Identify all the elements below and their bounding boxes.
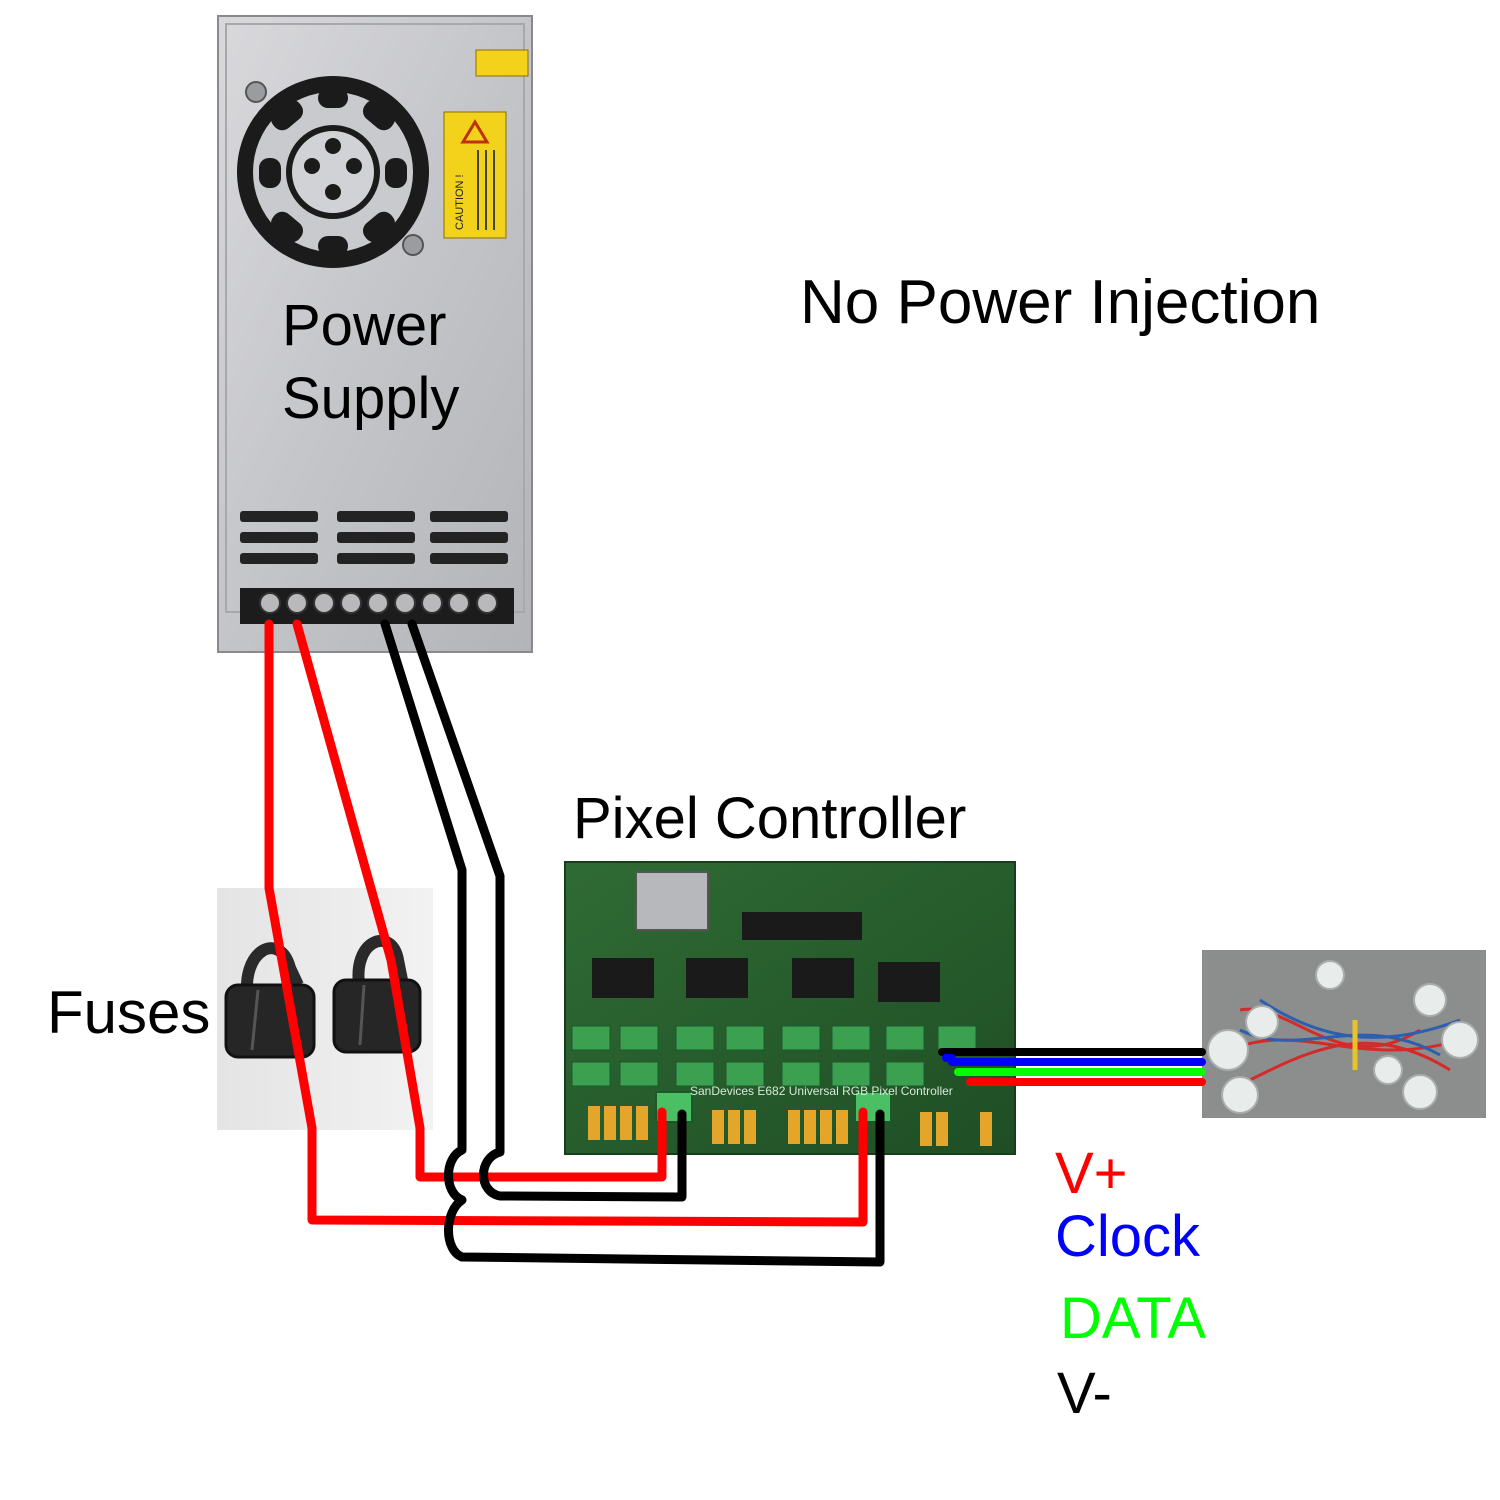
svg-text:CAUTION !: CAUTION ! — [454, 174, 466, 230]
high-voltage-warning-icon — [460, 119, 490, 144]
legend-v-minus: V- — [1057, 1361, 1112, 1426]
legend-clock: Clock — [1055, 1204, 1201, 1269]
power-terminal — [854, 1091, 892, 1123]
svg-text:SanDevices E682 Universal RGB: SanDevices E682 Universal RGB Pixel Cont… — [690, 1084, 953, 1098]
clock-wire — [942, 1054, 1206, 1066]
power-supply-label: Power — [282, 293, 447, 358]
diagram-title: No Power Injection — [800, 268, 1321, 337]
power-supply-label: Supply — [282, 366, 460, 431]
screw-icon — [402, 234, 424, 256]
spec-sticker — [475, 49, 529, 77]
fuses-label: Fuses — [47, 979, 211, 1046]
pixel-controller-label: Pixel Controller — [573, 786, 967, 851]
vent-slots — [240, 511, 508, 564]
power-supply: CAUTION ! — [217, 15, 533, 653]
screw-icon — [245, 81, 267, 103]
fan-grille-icon — [237, 76, 429, 268]
terminal-block — [240, 588, 514, 624]
ethernet-jack-icon — [635, 871, 709, 931]
positive-wire — [292, 619, 667, 1182]
negative-wire — [407, 619, 687, 1202]
legend-data: DATA — [1060, 1286, 1207, 1351]
positive-wire — [264, 619, 868, 1227]
negative-wire — [380, 619, 885, 1267]
wires — [264, 619, 1206, 1267]
caution-label: CAUTION ! — [443, 111, 507, 239]
legend-v-plus: V+ — [1055, 1141, 1128, 1206]
pixel-controller-board: SanDevices E682 Universal RGB Pixel Cont… — [564, 861, 1016, 1155]
pixel-string — [1202, 950, 1486, 1118]
